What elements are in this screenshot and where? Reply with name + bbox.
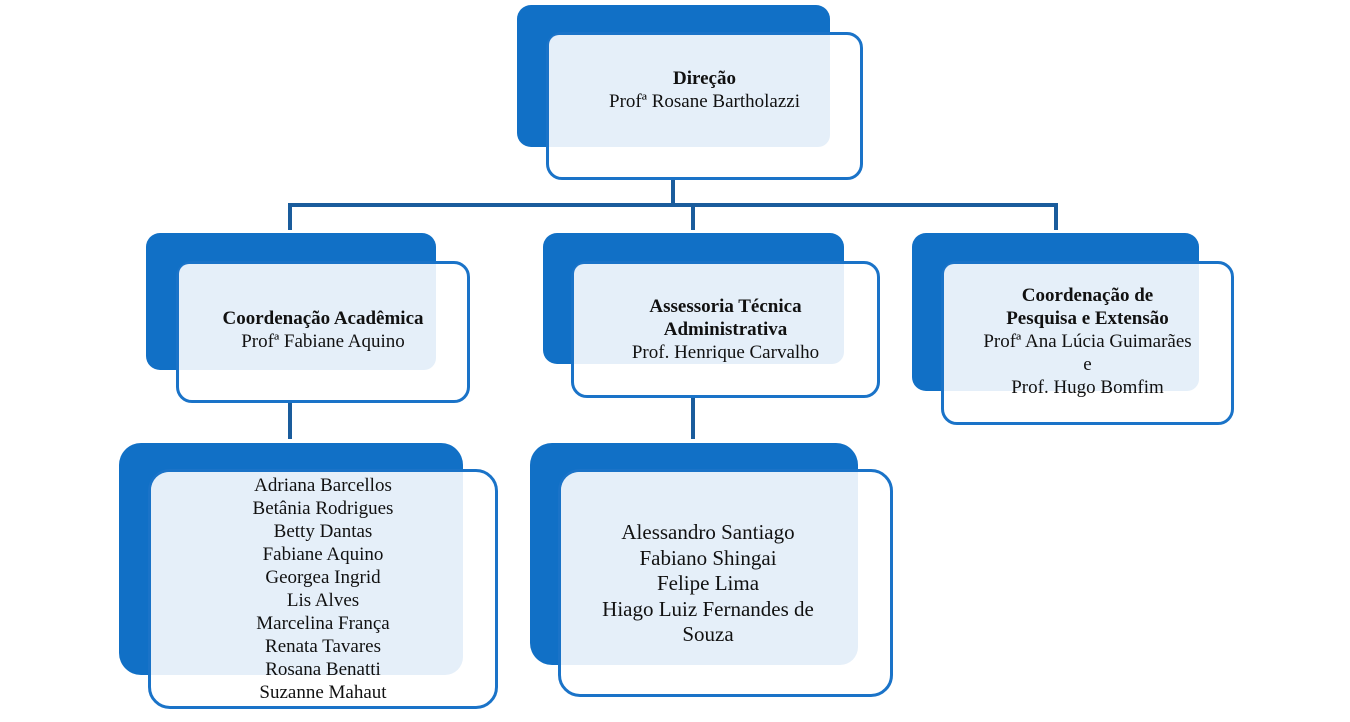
node-title: Coordenação de bbox=[1021, 284, 1154, 306]
member-name: Adriana Barcellos bbox=[254, 475, 392, 496]
node-title: Coordenação Acadêmica bbox=[222, 308, 424, 329]
connector bbox=[288, 203, 1058, 207]
member-name: Renata Tavares bbox=[265, 636, 381, 657]
member-name: Rosana Benatti bbox=[265, 659, 381, 680]
member-name: Betty Dantas bbox=[273, 521, 373, 542]
connector bbox=[288, 203, 292, 230]
connector bbox=[671, 179, 675, 207]
member-name: Felipe Lima bbox=[656, 571, 760, 595]
connector bbox=[288, 402, 292, 439]
member-name: Fabiane Aquino bbox=[262, 544, 384, 565]
member-name: Alessandro Santiago bbox=[621, 520, 795, 544]
member-name: Marcelina França bbox=[256, 613, 390, 634]
node-person: Prof. Henrique Carvalho bbox=[631, 341, 820, 363]
member-name: Betânia Rodrigues bbox=[252, 498, 394, 519]
member-name: Hiago Luiz Fernandes de bbox=[602, 596, 814, 621]
node-person: Prof. Hugo Bomfim bbox=[1011, 376, 1164, 398]
member-name: Fabiano Shingai bbox=[639, 545, 777, 570]
connector bbox=[691, 203, 695, 230]
connector bbox=[691, 397, 695, 439]
node-person: Profª Rosane Bartholazzi bbox=[609, 90, 800, 112]
member-name: Lis Alves bbox=[286, 590, 360, 611]
node-title: Pesquisa e Extensão bbox=[1006, 307, 1169, 329]
node-title: Administrativa bbox=[663, 318, 788, 340]
node-person: Profª Ana Lúcia Guimarães bbox=[983, 330, 1192, 352]
connector bbox=[1054, 203, 1058, 230]
node-person: Profª Fabiane Aquino bbox=[241, 331, 405, 352]
member-name: Souza bbox=[682, 622, 734, 646]
member-name: Georgea Ingrid bbox=[265, 567, 381, 588]
member-name: Suzanne Mahaut bbox=[259, 682, 387, 703]
node-title: Assessoria Técnica bbox=[649, 295, 802, 317]
node-conjunction: e bbox=[1083, 353, 1092, 375]
node-title: Direção bbox=[673, 67, 736, 89]
